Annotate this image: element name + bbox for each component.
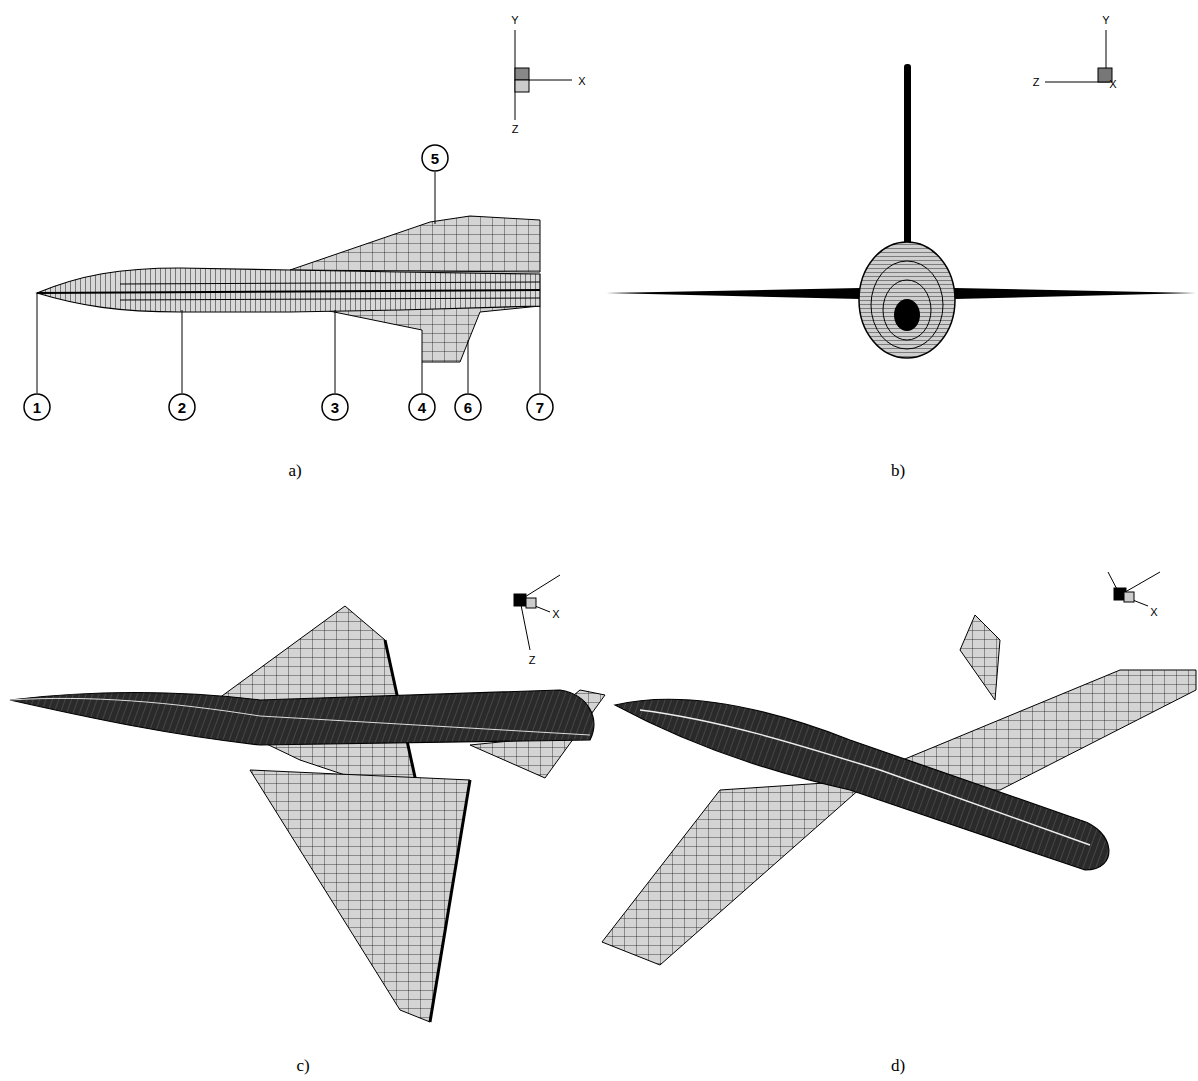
label-text: Z <box>512 123 519 135</box>
label-text: b) <box>891 461 905 480</box>
callout-number: 4 <box>418 400 426 415</box>
label-text: d) <box>891 1056 905 1075</box>
axis-label: Y <box>1102 15 1109 26</box>
axis-label: Y <box>511 15 518 26</box>
subfigure-label: a) <box>288 462 301 479</box>
callout-number: 6 <box>464 400 472 415</box>
label-text: X <box>578 75 585 87</box>
callout-number: 7 <box>536 400 544 415</box>
axis-label: X <box>1109 79 1116 90</box>
axis-label: Z <box>512 124 519 135</box>
perspective-view-1 <box>10 575 605 1022</box>
label-text: 5 <box>431 150 439 167</box>
subfigure-label: c) <box>296 1057 309 1074</box>
axis-label: X <box>578 76 585 87</box>
front-view <box>606 30 1196 358</box>
label-text: 2 <box>178 399 186 416</box>
axis-triad <box>1108 572 1160 606</box>
label-text: a) <box>288 461 301 480</box>
callout-number: 2 <box>178 400 186 415</box>
label-text: X <box>1150 606 1157 618</box>
axis-label: X <box>1150 607 1157 618</box>
label-text: X <box>1109 78 1116 90</box>
label-text: Z <box>1033 76 1040 88</box>
label-text: 6 <box>464 399 472 416</box>
label-text: X <box>552 608 559 620</box>
axis-label: Z <box>529 655 536 666</box>
side-view <box>24 30 572 420</box>
axis-triad <box>514 575 560 650</box>
label-text: Y <box>511 14 518 26</box>
label-text: 3 <box>331 399 339 416</box>
leader-lines <box>37 172 540 393</box>
callout-number: 1 <box>33 400 41 415</box>
label-text: 4 <box>418 399 426 416</box>
axis-triad <box>1045 30 1112 82</box>
subfigure-label: d) <box>891 1057 905 1074</box>
subfigure-label: b) <box>891 462 905 479</box>
axis-triad <box>515 30 572 120</box>
axis-label: Z <box>1033 77 1040 88</box>
axis-label: X <box>552 609 559 620</box>
callout-circles <box>24 145 553 420</box>
perspective-view-2 <box>602 572 1196 965</box>
callout-number: 5 <box>431 151 439 166</box>
label-text: 7 <box>536 399 544 416</box>
callout-number: 3 <box>331 400 339 415</box>
label-text: c) <box>296 1056 309 1075</box>
label-text: 1 <box>33 399 41 416</box>
label-text: Z <box>529 654 536 666</box>
label-text: Y <box>1102 14 1109 26</box>
